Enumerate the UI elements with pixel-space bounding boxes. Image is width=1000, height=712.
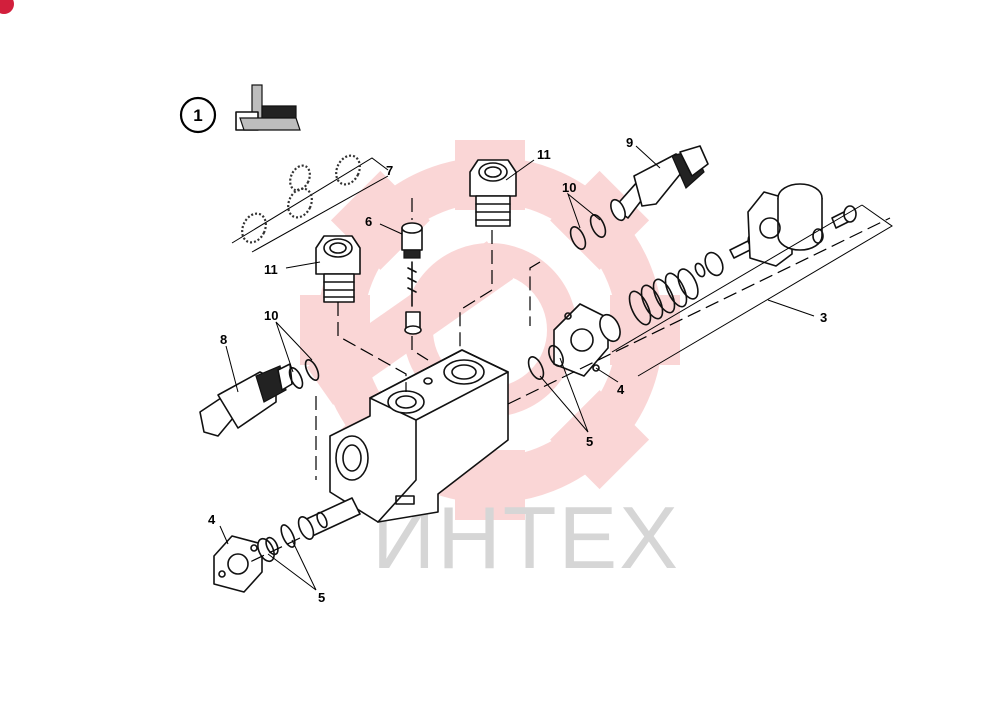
callout-8: 8 [220, 332, 227, 347]
callout-10-left: 10 [264, 308, 278, 323]
view-number-marker: 1 [179, 96, 217, 134]
callout-9: 9 [626, 135, 633, 150]
relief-valve-left [199, 359, 320, 437]
spool-shaft [297, 497, 361, 540]
seals-right-assembly [527, 313, 621, 380]
view-number: 1 [193, 106, 202, 125]
callout-4-left: 4 [208, 512, 216, 527]
callout-labels: 11 11 6 7 9 10 10 8 3 4 5 4 5 [208, 135, 827, 605]
spring [628, 262, 706, 326]
seals-right [569, 214, 607, 250]
callout-5-left: 5 [318, 590, 325, 605]
relief-valve-right [610, 145, 709, 222]
callout-3: 3 [820, 310, 827, 325]
flange-lower [213, 535, 263, 593]
assembly-centerlines [249, 198, 891, 563]
callout-11-lower: 11 [264, 262, 278, 277]
valve-body [329, 349, 509, 523]
o-ring-set [231, 154, 389, 253]
corner-badge [0, 0, 14, 14]
callout-7: 7 [386, 163, 393, 178]
leader-lines [219, 145, 815, 591]
callout-5-right: 5 [586, 434, 593, 449]
callout-10-right: 10 [562, 180, 576, 195]
callout-4-right: 4 [617, 382, 625, 397]
check-valve [401, 222, 423, 335]
fitting-upper [469, 159, 517, 227]
callout-6: 6 [365, 214, 372, 229]
valve-section-icon [235, 84, 301, 131]
callout-11-upper: 11 [537, 147, 551, 162]
fitting-lower [315, 235, 361, 303]
end-cap [747, 183, 823, 267]
